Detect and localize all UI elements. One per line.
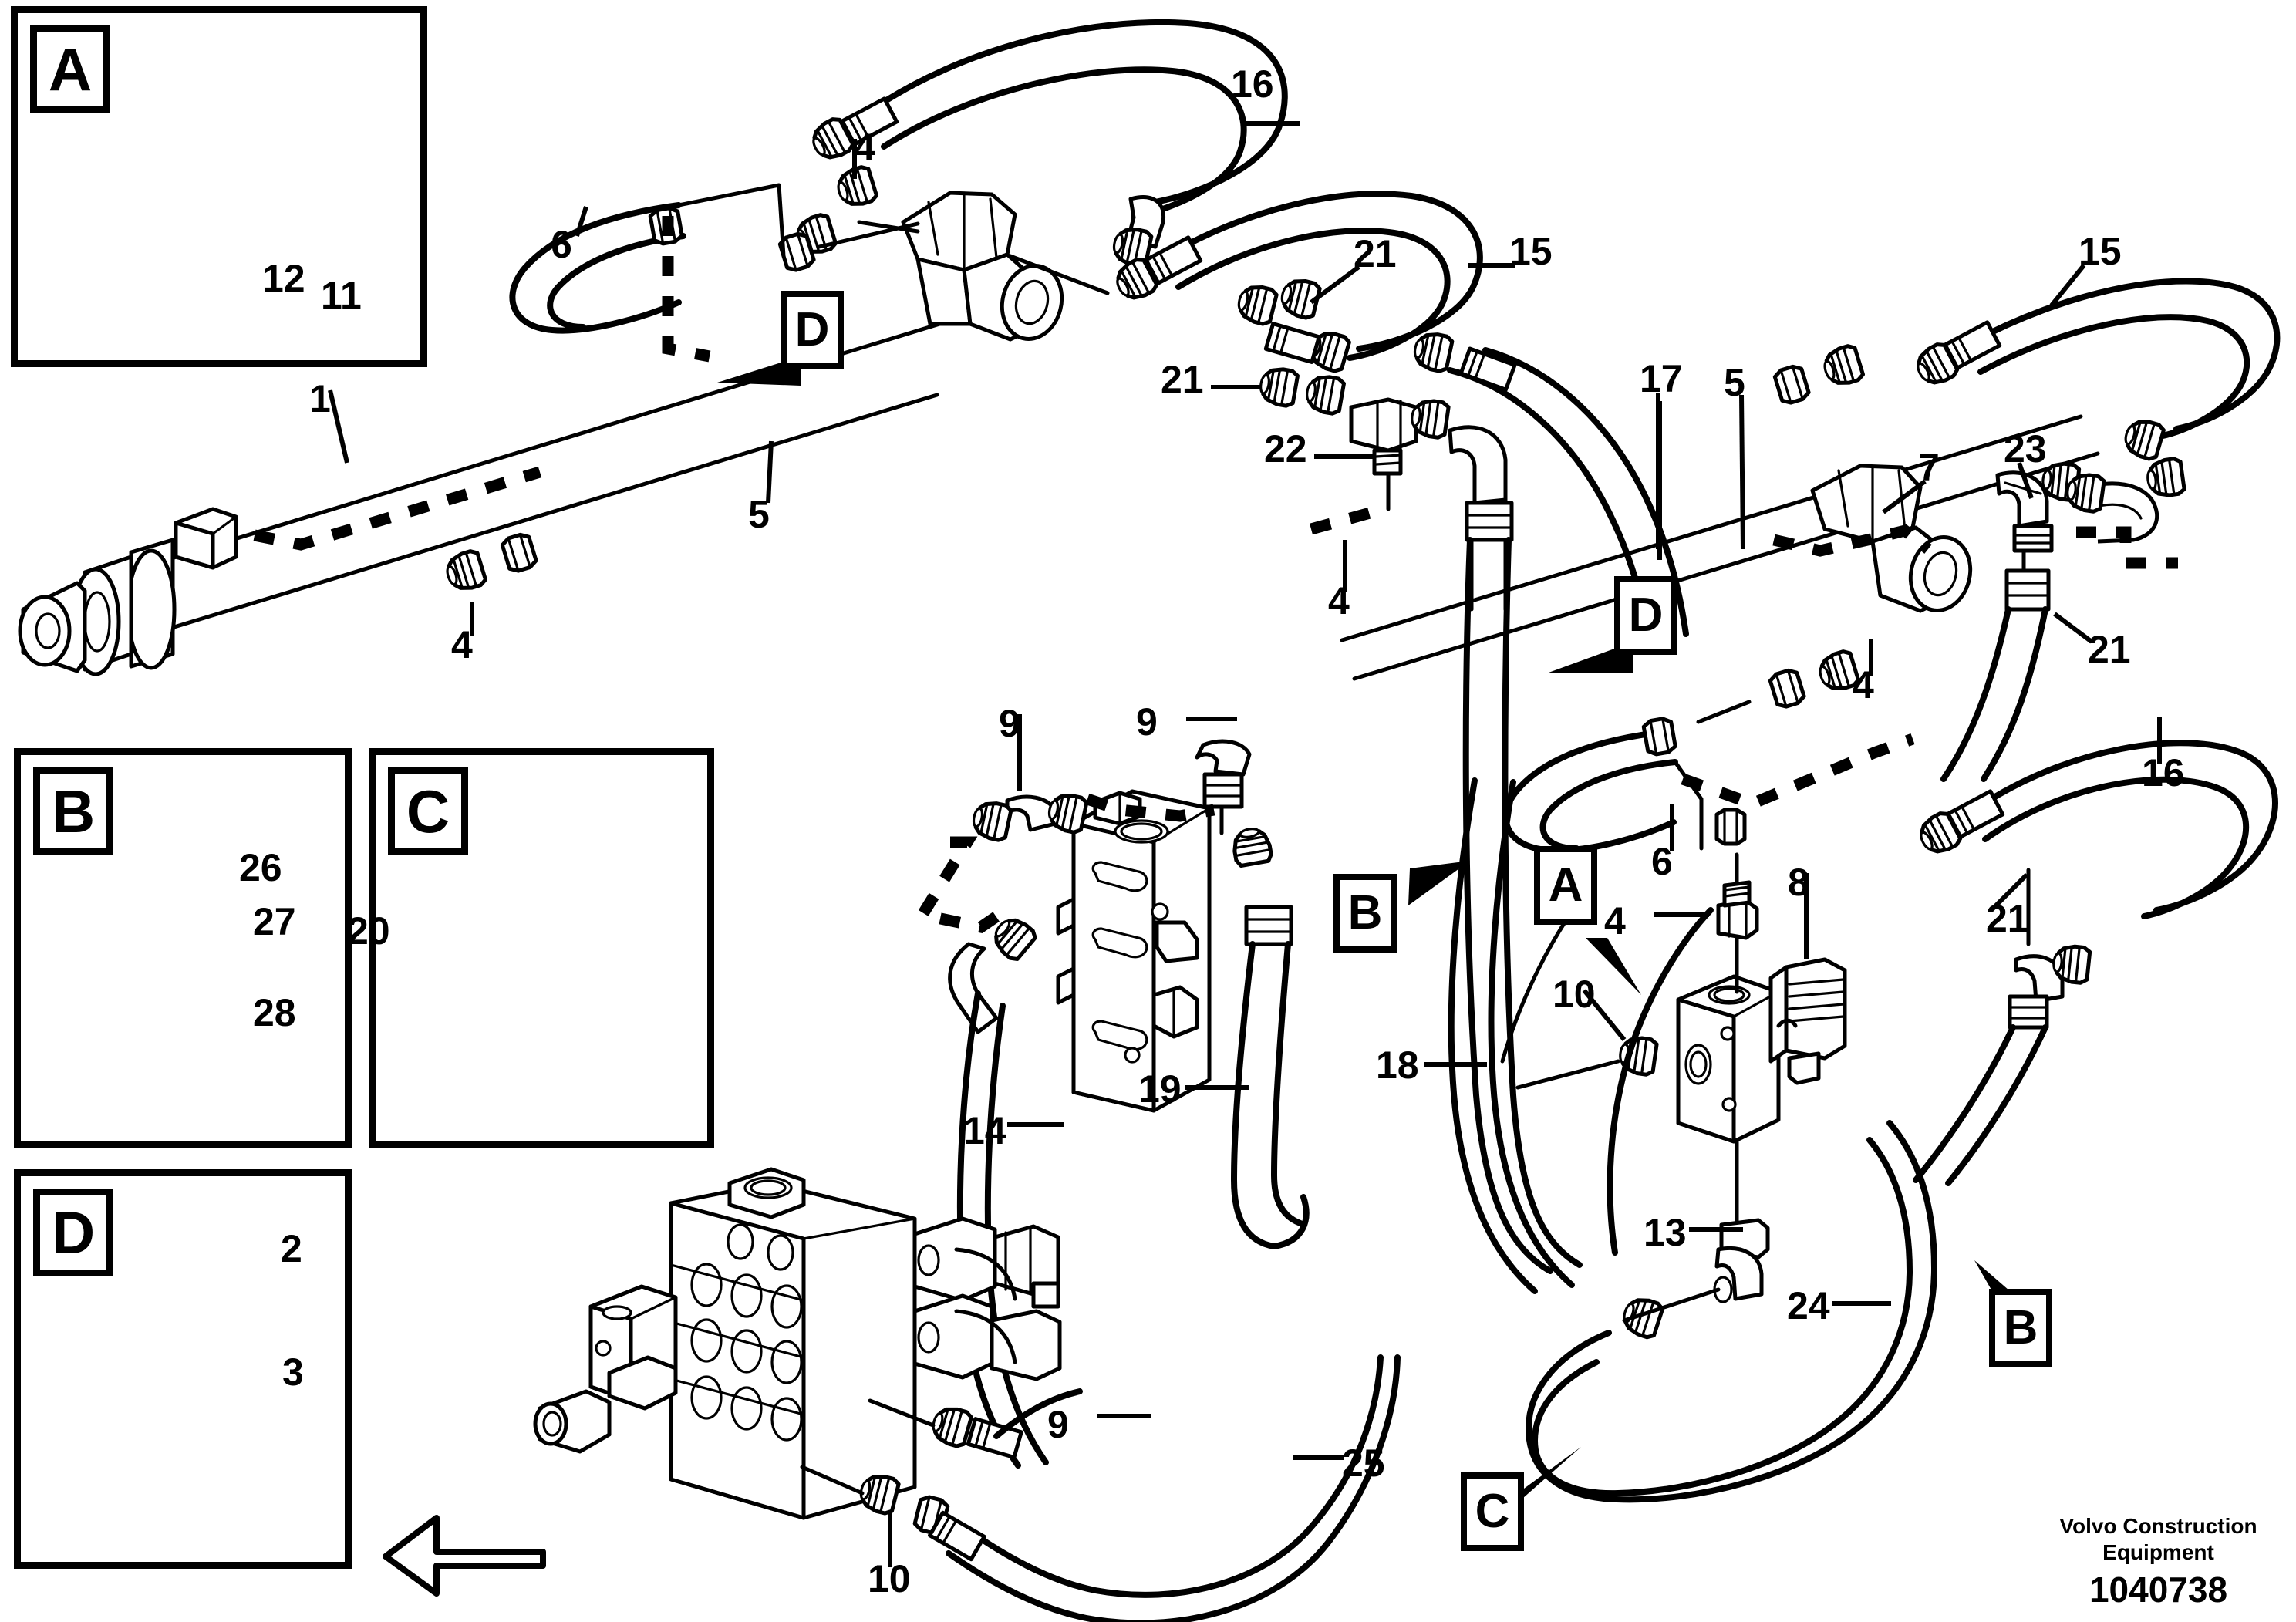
brand-line-2: Equipment bbox=[2102, 1539, 2214, 1564]
callout-1: 1 bbox=[309, 377, 331, 420]
callout-4: 4 bbox=[1853, 663, 1874, 706]
callout-4: 4 bbox=[1604, 899, 1626, 943]
callout-21: 21 bbox=[2088, 628, 2131, 671]
flag-d-upper-right: D bbox=[1614, 576, 1677, 655]
detail-panel-c: C bbox=[369, 748, 714, 1148]
callout-5: 5 bbox=[1724, 361, 1745, 404]
callout-21: 21 bbox=[1354, 232, 1397, 275]
callout-12: 12 bbox=[262, 257, 305, 300]
hose-15-right bbox=[1912, 278, 2281, 919]
callout-21: 21 bbox=[1161, 358, 1204, 401]
valve-block-19 bbox=[913, 739, 1310, 1469]
callout-4: 4 bbox=[854, 126, 875, 169]
flag-c-lower: C bbox=[1461, 1472, 1524, 1551]
callout-20: 20 bbox=[347, 909, 390, 953]
callout-26: 26 bbox=[239, 846, 282, 889]
hose-15-upper bbox=[1008, 191, 1483, 373]
hose-18 bbox=[1448, 777, 1575, 1294]
cylinder-left bbox=[18, 317, 957, 676]
cylinder-right bbox=[1340, 344, 2100, 854]
callout-7: 7 bbox=[1918, 446, 1940, 489]
callout-27: 27 bbox=[253, 900, 296, 943]
brand-line-1: Volvo Construction bbox=[2059, 1514, 2257, 1538]
callout-23: 23 bbox=[2004, 427, 2047, 470]
detail-panel-d: D bbox=[14, 1169, 352, 1569]
callout-5: 5 bbox=[748, 493, 770, 536]
callout-11: 11 bbox=[321, 274, 362, 317]
right-solenoid-block bbox=[1500, 810, 2090, 1503]
callout-16: 16 bbox=[1231, 62, 1274, 106]
detail-panel-b: B bbox=[14, 748, 352, 1148]
detail-panel-b-letter: B bbox=[33, 767, 113, 855]
detail-panel-a-letter: A bbox=[30, 25, 110, 113]
callout-28: 28 bbox=[253, 991, 296, 1034]
control-valve-bank bbox=[383, 1167, 1401, 1622]
detail-panel-d-letter: D bbox=[33, 1189, 113, 1276]
cylinder-top bbox=[509, 19, 1288, 363]
callout-22: 22 bbox=[1264, 427, 1307, 470]
callout-6: 6 bbox=[1651, 840, 1673, 883]
flag-b-center: B bbox=[1333, 874, 1397, 953]
callout-24: 24 bbox=[1787, 1284, 1830, 1327]
callout-16: 16 bbox=[2142, 751, 2185, 794]
callout-4: 4 bbox=[451, 623, 473, 666]
callout-9: 9 bbox=[1047, 1403, 1069, 1446]
callout-21: 21 bbox=[1986, 897, 2029, 940]
callout-18: 18 bbox=[1376, 1044, 1419, 1087]
callout-17: 17 bbox=[1640, 357, 1683, 400]
detail-panel-a: A bbox=[11, 6, 427, 367]
flag-d-upper-left: D bbox=[781, 291, 844, 369]
callout-19: 19 bbox=[1138, 1067, 1182, 1111]
callout-6: 6 bbox=[551, 223, 572, 266]
flag-b-lower-right: B bbox=[1989, 1289, 2052, 1367]
callout-10: 10 bbox=[868, 1557, 911, 1600]
callout-13: 13 bbox=[1644, 1211, 1687, 1254]
callout-15: 15 bbox=[2079, 230, 2122, 273]
callout-8: 8 bbox=[1788, 861, 1809, 904]
detail-panel-c-letter: C bbox=[388, 767, 468, 855]
callout-14: 14 bbox=[963, 1109, 1006, 1152]
flag-a-right: A bbox=[1534, 846, 1597, 925]
callout-25: 25 bbox=[1342, 1442, 1385, 1485]
callout-3: 3 bbox=[282, 1351, 304, 1394]
part-number: 1040738 bbox=[2089, 1570, 2228, 1610]
callout-15: 15 bbox=[1509, 230, 1553, 273]
callout-10: 10 bbox=[1553, 973, 1596, 1016]
brand-footer: Volvo Construction Equipment 1040738 bbox=[2021, 1513, 2296, 1613]
callout-2: 2 bbox=[281, 1227, 302, 1270]
callout-leaders bbox=[328, 121, 2162, 1567]
callout-9: 9 bbox=[999, 702, 1020, 745]
callout-9: 9 bbox=[1136, 700, 1158, 744]
callout-4: 4 bbox=[1328, 579, 1350, 622]
center-tee-group bbox=[1258, 366, 1583, 1274]
